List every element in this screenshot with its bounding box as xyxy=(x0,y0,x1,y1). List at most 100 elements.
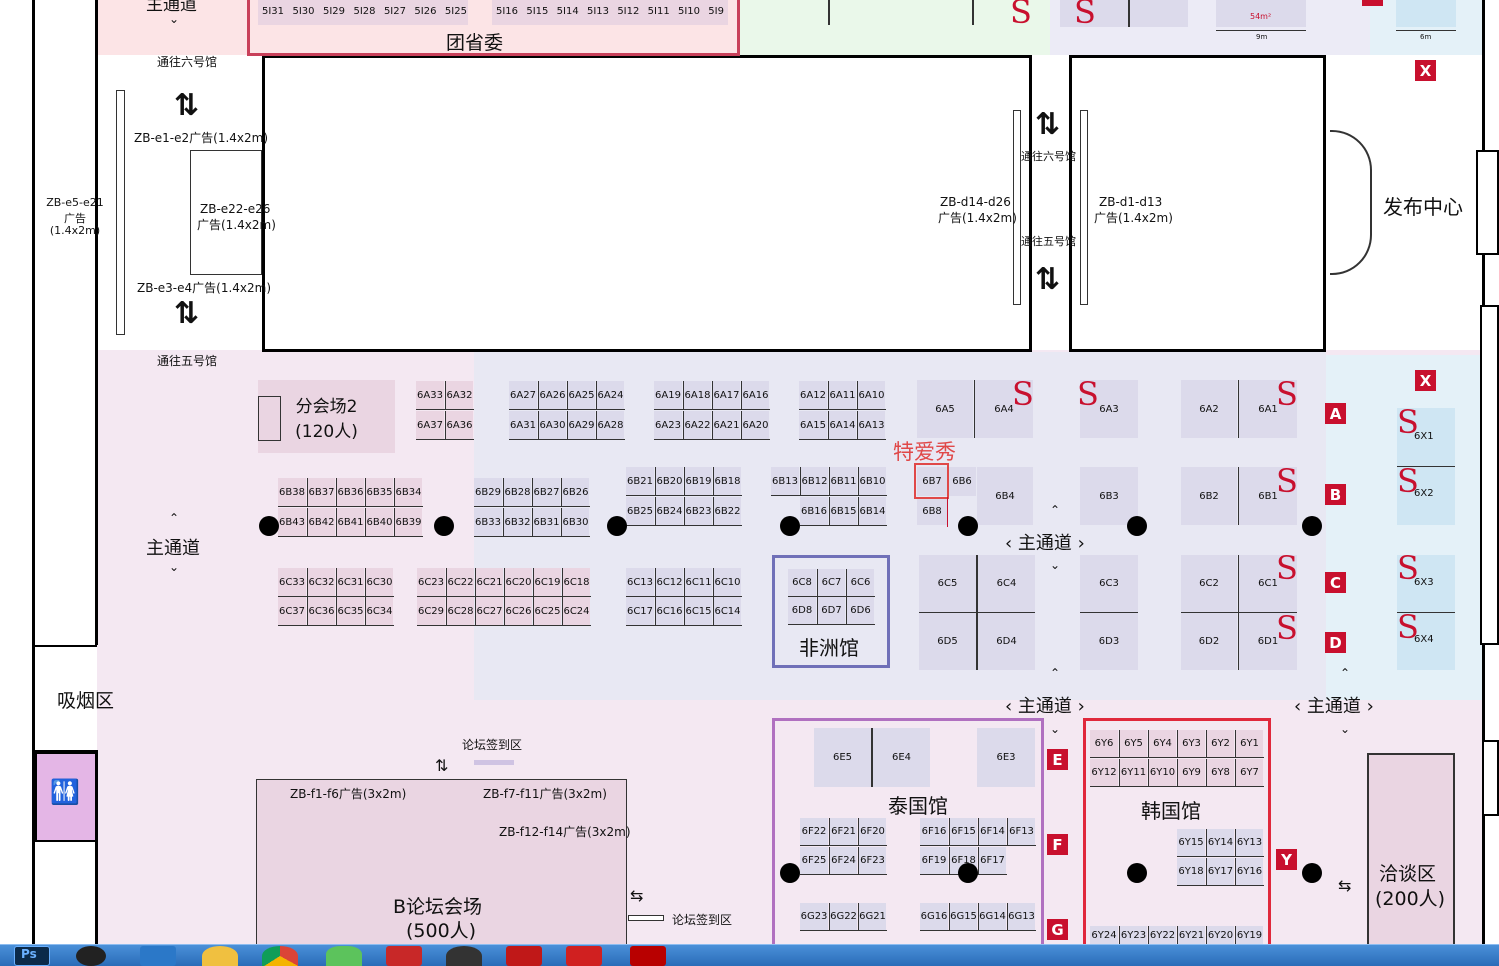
avatar-icon[interactable] xyxy=(446,946,482,966)
autocad-icon[interactable] xyxy=(506,946,542,966)
booth-6B2: 6B2 xyxy=(1181,467,1237,525)
booth-6G13: 6G13 xyxy=(1007,903,1035,930)
booth-6Y10: 6Y10 xyxy=(1148,759,1176,786)
booth-6C4: 6C4 xyxy=(978,555,1035,612)
booth-6A11: 6A11 xyxy=(828,381,856,409)
booth-6F24: 6F24 xyxy=(829,847,857,874)
hall-taiguo: 泰国馆 xyxy=(888,794,948,818)
booth-6X2: 6X2 xyxy=(1414,488,1434,499)
column-dot xyxy=(259,516,279,536)
zone-smoking xyxy=(35,645,97,750)
hall-feizhou-border xyxy=(772,555,890,668)
booth-x-block xyxy=(1397,613,1455,670)
chevron-down-icon: ⌄ xyxy=(169,12,180,26)
booth-row-divider xyxy=(1090,757,1264,758)
booth-6B4: 6B4 xyxy=(977,467,1033,525)
ie-icon[interactable] xyxy=(202,946,238,966)
ad-e5-l3: (1.4x2m) xyxy=(49,224,101,237)
left-ad-box xyxy=(190,150,262,275)
booth-row-divider xyxy=(417,625,591,626)
booth-6F17: 6F17 xyxy=(978,847,1006,874)
photoshop-icon[interactable]: Ps xyxy=(14,946,50,966)
booth-row-divider xyxy=(509,439,625,440)
booth-6A30: 6A30 xyxy=(538,411,566,439)
booth-6C33: 6C33 xyxy=(278,568,306,596)
ad-e22-l2: 广告(1.4x2m) xyxy=(197,218,276,232)
hall-fabu: 发布中心 xyxy=(1383,195,1463,219)
booth-6Y3: 6Y3 xyxy=(1177,730,1205,757)
booth-6C16: 6C16 xyxy=(655,597,683,625)
booth-6C10: 6C10 xyxy=(713,568,741,596)
booth-label: 5I13 xyxy=(586,6,610,17)
booth-6B12: 6B12 xyxy=(800,467,828,495)
divider xyxy=(1238,555,1239,670)
booth-6B1: 6B1 xyxy=(1239,467,1297,525)
column-dot xyxy=(1302,516,1322,536)
booth-6C22: 6C22 xyxy=(446,568,474,596)
booth-6C17: 6C17 xyxy=(626,597,654,625)
s-mark: S xyxy=(1276,609,1298,647)
booth-6C32: 6C32 xyxy=(307,568,335,596)
booth-row-divider xyxy=(509,409,625,410)
booth-6C18: 6C18 xyxy=(562,568,590,596)
divider xyxy=(1238,380,1239,438)
booth-6D8: 6D8 xyxy=(788,597,816,624)
game-icon[interactable] xyxy=(386,946,422,966)
ad-d1-l2: 广告(1.4x2m) xyxy=(1094,211,1173,225)
booth-label: 5I10 xyxy=(677,6,701,17)
divider xyxy=(974,380,975,438)
s-mark: S xyxy=(1397,403,1419,441)
label-teaixiu: 特爱秀 xyxy=(893,440,956,464)
divider xyxy=(1397,612,1455,613)
zhutongdao-1-text: 主通道 xyxy=(1017,533,1072,554)
booth-6Y18: 6Y18 xyxy=(1177,858,1205,885)
booth-label: 5I12 xyxy=(617,6,640,17)
app-icon[interactable] xyxy=(76,946,106,966)
booth-6C36: 6C36 xyxy=(307,597,335,625)
booth-6B31: 6B31 xyxy=(532,508,560,536)
booth-6B6: 6B6 xyxy=(948,467,976,496)
marker-b: B xyxy=(1325,484,1346,505)
chrome-icon[interactable] xyxy=(262,946,298,966)
fabu-curve xyxy=(1330,130,1372,275)
zhutongdao-3: ‹ 主通道 › xyxy=(1294,696,1374,717)
booth-6G21: 6G21 xyxy=(858,903,886,930)
booth-6B19: 6B19 xyxy=(684,467,712,495)
s-mark: S xyxy=(1397,462,1419,500)
booth-6B3: 6B3 xyxy=(1080,467,1138,525)
divider xyxy=(1080,612,1138,613)
booth-6A26: 6A26 xyxy=(538,381,566,409)
column-dot xyxy=(1302,863,1322,883)
booth-6B8: 6B8 xyxy=(917,497,947,525)
booth-6Y17: 6Y17 xyxy=(1206,858,1234,885)
booth-6B10: 6B10 xyxy=(858,467,886,495)
booth-6B42: 6B42 xyxy=(307,508,335,536)
booth-6B33: 6B33 xyxy=(474,508,502,536)
hall-feizhou: 非洲馆 xyxy=(799,636,859,660)
solidworks-icon[interactable] xyxy=(566,946,602,966)
booth-6C1: 6C1 xyxy=(1239,555,1297,612)
wechat-icon[interactable] xyxy=(326,946,362,966)
booth-6A28: 6A28 xyxy=(596,411,624,439)
booth-6F14: 6F14 xyxy=(978,818,1006,845)
booth-6B20: 6B20 xyxy=(655,467,683,495)
booth-6F16: 6F16 xyxy=(920,818,948,845)
booth-row-divider xyxy=(474,506,590,507)
booth-row-divider xyxy=(626,525,742,526)
booth-6A2: 6A2 xyxy=(1181,380,1237,438)
hall-taiguo-border xyxy=(772,718,1044,946)
booth-6F15: 6F15 xyxy=(949,818,977,845)
booth-6A13: 6A13 xyxy=(857,411,885,439)
acrobat-icon[interactable] xyxy=(630,946,666,966)
marker-d: D xyxy=(1325,632,1346,653)
booth-row-divider xyxy=(799,409,886,410)
huiyi2-line1: 分会场2 xyxy=(295,396,358,417)
booth-6C15: 6C15 xyxy=(684,597,712,625)
booth-6A19: 6A19 xyxy=(654,381,682,409)
booth-6B13: 6B13 xyxy=(771,467,799,495)
s-mark: S xyxy=(1276,549,1298,587)
send-icon[interactable] xyxy=(140,946,176,966)
booth-row-divider xyxy=(1177,885,1264,886)
booth-6A12: 6A12 xyxy=(799,381,827,409)
booth-label: 5I11 xyxy=(647,6,670,17)
